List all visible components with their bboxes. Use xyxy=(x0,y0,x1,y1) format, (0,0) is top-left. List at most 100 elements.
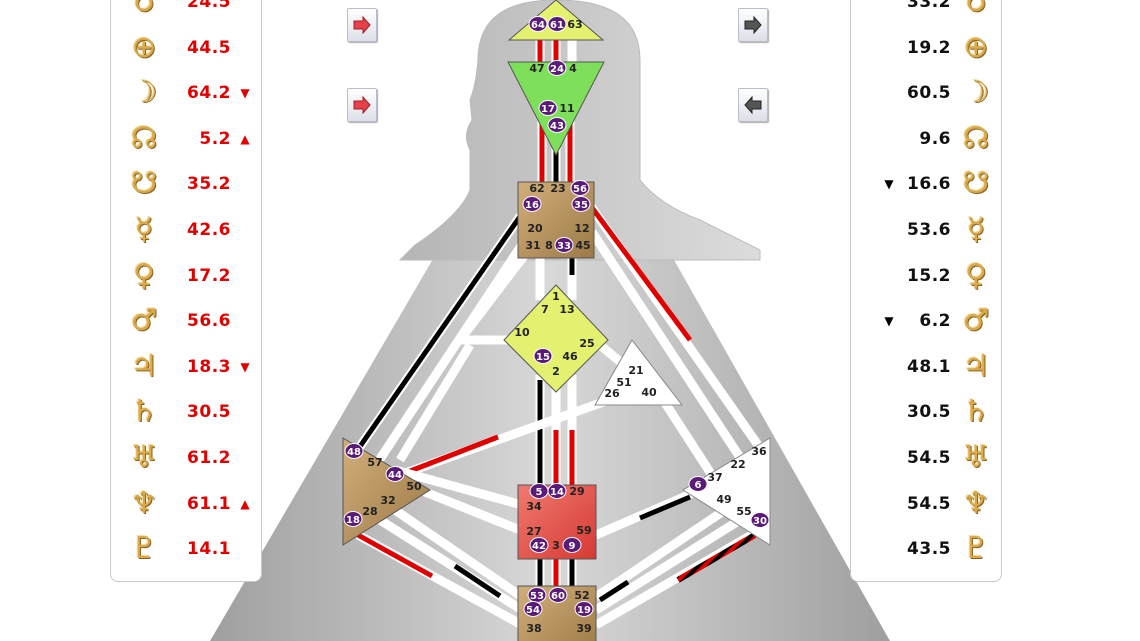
gate-36[interactable]: 36 xyxy=(751,445,767,458)
gate-32[interactable]: 32 xyxy=(380,494,395,507)
gate-8[interactable]: 8 xyxy=(545,239,553,252)
design-value: 61.2 xyxy=(187,448,231,468)
gate-27[interactable]: 27 xyxy=(526,525,541,538)
personality-next-button[interactable] xyxy=(738,8,768,42)
gate-57[interactable]: 57 xyxy=(367,456,382,469)
gate-39[interactable]: 39 xyxy=(576,622,591,635)
gate-31[interactable]: 31 xyxy=(525,239,540,252)
gate-25[interactable]: 25 xyxy=(579,337,594,350)
gate-16[interactable]: 16 xyxy=(525,200,539,211)
design-row-neptune[interactable]: ♆61.1▲ xyxy=(127,484,257,524)
personality-row-venus[interactable]: 15.2♀ xyxy=(867,256,993,296)
gate-5[interactable]: 5 xyxy=(536,487,543,498)
design-row-south-node[interactable]: ☋35.2 xyxy=(127,164,257,204)
gate-28[interactable]: 28 xyxy=(362,505,377,518)
gate-marker xyxy=(574,601,594,617)
gate-62[interactable]: 62 xyxy=(529,182,544,195)
down-arrow-icon: ▼ xyxy=(884,177,894,192)
gate-59[interactable]: 59 xyxy=(576,524,591,537)
gate-56[interactable]: 56 xyxy=(573,184,587,195)
personality-row-south-node[interactable]: ▼16.6☋ xyxy=(867,164,993,204)
design-row-north-node[interactable]: ☊5.2▲ xyxy=(127,119,257,159)
personality-row-saturn[interactable]: 30.5♄ xyxy=(867,392,993,432)
design-row-venus[interactable]: ♀17.2 xyxy=(127,256,257,296)
gate-55[interactable]: 55 xyxy=(736,505,751,518)
gate-22[interactable]: 22 xyxy=(730,458,745,471)
gate-13[interactable]: 13 xyxy=(559,303,574,316)
gate-35[interactable]: 35 xyxy=(574,200,588,211)
design-row-mars[interactable]: ♂56.6 xyxy=(127,301,257,341)
gate-24[interactable]: 24 xyxy=(550,64,564,75)
gate-20[interactable]: 20 xyxy=(527,222,543,235)
personality-row-neptune[interactable]: 54.5♆ xyxy=(867,484,993,524)
gate-43[interactable]: 43 xyxy=(550,121,564,132)
design-next-button[interactable] xyxy=(347,8,377,42)
design-row-earth[interactable]: ♁24.5 xyxy=(127,0,257,22)
gate-54[interactable]: 54 xyxy=(526,605,540,616)
gate-19[interactable]: 19 xyxy=(577,605,591,616)
gate-15[interactable]: 15 xyxy=(536,352,550,363)
gate-10[interactable]: 10 xyxy=(514,326,530,339)
design-row-earth[interactable]: ⊕44.5 xyxy=(127,28,257,68)
design-row-saturn[interactable]: ♄30.5 xyxy=(127,392,257,432)
gate-42[interactable]: 42 xyxy=(532,541,546,552)
gate-6[interactable]: 6 xyxy=(695,480,702,491)
gate-49[interactable]: 49 xyxy=(716,493,731,506)
gate-30[interactable]: 30 xyxy=(753,516,767,527)
gate-64[interactable]: 64 xyxy=(531,20,545,31)
gate-21[interactable]: 21 xyxy=(628,364,643,377)
personality-prev-button[interactable] xyxy=(738,88,768,122)
personality-row-north-node[interactable]: 9.6☊ xyxy=(867,119,993,159)
gate-46[interactable]: 46 xyxy=(562,350,578,363)
gate-26[interactable]: 26 xyxy=(604,387,620,400)
gate-23[interactable]: 23 xyxy=(550,182,565,195)
body-silhouette xyxy=(398,0,761,261)
gate-45[interactable]: 45 xyxy=(575,239,590,252)
gate-53[interactable]: 53 xyxy=(530,591,544,602)
gate-60[interactable]: 60 xyxy=(551,591,565,602)
gate-52[interactable]: 52 xyxy=(574,589,589,602)
gate-29[interactable]: 29 xyxy=(569,485,584,498)
gate-2[interactable]: 2 xyxy=(552,365,560,378)
left-arrow-icon xyxy=(744,96,762,114)
personality-row-moon[interactable]: 60.5☽ xyxy=(867,73,993,113)
personality-row-sun[interactable]: 33.2♁ xyxy=(867,0,993,22)
design-row-pluto[interactable]: ♇14.1 xyxy=(127,529,257,569)
gate-marker xyxy=(548,587,568,603)
gate-9[interactable]: 9 xyxy=(569,541,576,552)
gate-50[interactable]: 50 xyxy=(406,480,422,493)
gate-3[interactable]: 3 xyxy=(552,539,560,552)
gate-12[interactable]: 12 xyxy=(574,222,589,235)
design-row-uranus[interactable]: ♅61.2 xyxy=(127,438,257,478)
gate-38[interactable]: 38 xyxy=(526,622,541,635)
gate-7[interactable]: 7 xyxy=(541,303,549,316)
personality-row-pluto[interactable]: 43.5♇ xyxy=(867,529,993,569)
gate-4[interactable]: 4 xyxy=(569,62,577,75)
personality-row-earth[interactable]: 19.2⊕ xyxy=(867,28,993,68)
gate-14[interactable]: 14 xyxy=(550,487,564,498)
personality-row-mercury[interactable]: 53.6☿ xyxy=(867,210,993,250)
gate-40[interactable]: 40 xyxy=(641,386,657,399)
gate-51[interactable]: 51 xyxy=(616,376,631,389)
gate-34[interactable]: 34 xyxy=(526,500,542,513)
gate-17[interactable]: 17 xyxy=(541,104,555,115)
venus-icon: ♀ xyxy=(965,257,987,293)
gate-37[interactable]: 37 xyxy=(707,471,722,484)
personality-row-jupiter[interactable]: 48.1♃ xyxy=(867,347,993,387)
gate-11[interactable]: 11 xyxy=(559,102,574,115)
gate-33[interactable]: 33 xyxy=(557,241,571,252)
design-next-button-2[interactable] xyxy=(347,88,377,122)
gate-48[interactable]: 48 xyxy=(347,447,361,458)
mercury-icon: ☿ xyxy=(966,212,986,247)
gate-61[interactable]: 61 xyxy=(550,20,564,31)
gate-18[interactable]: 18 xyxy=(346,515,360,526)
personality-row-uranus[interactable]: 54.5♅ xyxy=(867,438,993,478)
gate-47[interactable]: 47 xyxy=(529,62,544,75)
personality-row-mars[interactable]: ▼6.2♂ xyxy=(867,301,993,341)
design-row-mercury[interactable]: ☿42.6 xyxy=(127,210,257,250)
design-row-moon[interactable]: ☽64.2▼ xyxy=(127,73,257,113)
design-row-jupiter[interactable]: ♃18.3▼ xyxy=(127,347,257,387)
gate-63[interactable]: 63 xyxy=(567,18,582,31)
gate-1[interactable]: 1 xyxy=(552,290,560,303)
gate-44[interactable]: 44 xyxy=(388,470,402,481)
